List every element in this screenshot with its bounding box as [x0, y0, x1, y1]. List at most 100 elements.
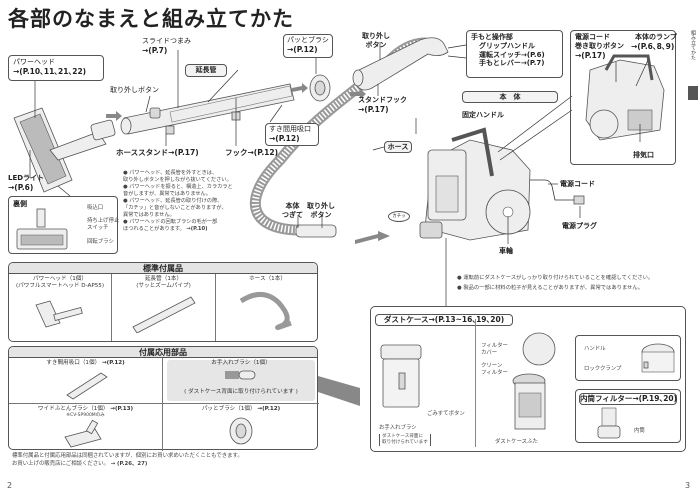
care-brush-thumbnail [225, 370, 256, 380]
handle-illustration [641, 343, 675, 373]
page-title: 各部のなまえと組み立てかた [8, 7, 294, 31]
dust-case-illustration [380, 344, 422, 408]
optional-parts-section: 付属応用部品 すき間用吸口（1個） →(P.12) お手入れブラシ（1個） ( … [8, 346, 319, 451]
optional-part-ref[interactable]: →(P.12) [257, 406, 281, 412]
trash-button-label: ごみすてボタン [427, 411, 465, 417]
optional-part-cell: ワイドふとんブラシ（1個） →(P.13) ※CV-SP900Mのみ [9, 404, 163, 451]
inner-tube-illustration [597, 407, 621, 439]
clean-filter-label: クリーン フィルター [481, 363, 508, 377]
led-light-label: LEDライト [8, 174, 45, 182]
note-item: ● パワーヘッドの回転ブラシの毛が一部 ほつれることがあります。 →(P.10) [123, 219, 218, 233]
pointer-arrow [318, 376, 360, 406]
note-item: ● パワーヘッドを振ると、構造上、カラカラと 音がしますが、異常ではありません。 [123, 184, 233, 198]
slide-knob-label: スライドつまみ [142, 37, 191, 45]
stand-hook-label: スタンドフック [358, 96, 407, 104]
side-tab-marker [688, 86, 698, 100]
optional-parts-title: 付属応用部品 [9, 347, 317, 358]
handle-inset: ハンドル ロッククランプ [575, 335, 681, 381]
hand-control-box: 手もと操作部 グリップハンドル 運転スイッチ→(P.6) 手もとレバー→(P.7… [466, 30, 563, 78]
crevice-nozzle-ref[interactable]: →(P.12) [269, 133, 300, 143]
note-item: ● 製品の一部に材料の粒子が見えることがありますが、異常ではありません。 [457, 285, 643, 292]
extension-pipe-label: 延長管 [185, 64, 227, 77]
handle-label: ハンドル [584, 346, 606, 352]
cord-rewind-button-label: 電源コード 巻き取りボタン [575, 33, 624, 50]
hose-body-joint-label: 本体 つぎて [282, 202, 303, 219]
exhaust-label: 排気口 [633, 151, 654, 159]
hose-end-illustration [295, 224, 337, 238]
hand-control-title: 手もと操作部 [471, 33, 513, 41]
led-light-ref[interactable]: →(P.6) [8, 183, 34, 192]
inner-filter-title[interactable]: 内筒フィルター→(P.19､20) [579, 393, 678, 405]
grip-release-button-label: 取り外し ボタン [362, 32, 390, 49]
back-side-inset: 裏側 吸込口 持ち上げ停止 スイッチ 回転ブラシ [8, 196, 120, 254]
grip-handle-illustration [352, 37, 449, 91]
crevice-nozzle-thumbnail [65, 372, 108, 400]
power-plug-illustration [573, 195, 585, 205]
wide-futon-brush-thumbnail [63, 420, 102, 448]
accessory-cell: パワーヘッド（1個） (パワフルスマートヘッド D-AP55) [9, 274, 112, 341]
note-ref[interactable]: →(P.10) [186, 226, 208, 233]
dust-case-title[interactable]: ダストケース→(P.13~16､19､20) [375, 314, 513, 326]
standard-accessories-title: 標準付属品 [9, 263, 317, 274]
click-sound-bubble: カチッ [388, 211, 410, 222]
left-notes: ● パワーヘッド、延長管を外すときは、 取り外しボタンを押しながら抜いてください… [123, 170, 253, 233]
footer-ref[interactable]: → (P.26、27) [110, 461, 148, 467]
power-head-label: パワーヘッド [13, 58, 55, 66]
power-head-thumbnail [35, 300, 83, 328]
pad-brush-label-box: パッとブラシ →(P.12) [283, 34, 333, 58]
back-side-label-lift-switch: 持ち上げ停止 スイッチ [87, 218, 120, 232]
optional-part-cell: お手入れブラシ（1個） ( ダストケース背面に取り付けられています ) [163, 358, 319, 404]
accessory-cell: 延長管（1本） (サッとズームパイプ) [112, 274, 216, 341]
hand-control-item[interactable]: 運転スイッチ→(P.6) [479, 50, 545, 59]
stand-hook-ref[interactable]: →(P.17) [358, 105, 389, 114]
power-plug-label: 電源プラグ [562, 222, 597, 230]
inner-tube-label: 内筒 [634, 428, 645, 434]
hose-label: ホース [384, 141, 412, 153]
crevice-nozzle-label: すき間用吸口 [269, 125, 311, 133]
wheel-label: 車輪 [499, 247, 513, 255]
accessory-cell: ホース（1本） [216, 274, 319, 341]
cord-rewind-ref[interactable]: →(P.17) [575, 51, 606, 60]
pad-brush-illustration [309, 74, 331, 102]
optional-part-ref[interactable]: →(P.12) [101, 360, 125, 366]
hose-stand-label[interactable]: ホーススタンド→(P.17) [116, 148, 199, 157]
lock-clamp-label: ロッククランプ [584, 366, 622, 372]
optional-part-ref[interactable]: →(P.13) [110, 406, 134, 412]
vacuum-rear-illustration [585, 54, 665, 141]
case-lid-label: ダストケースふた [495, 439, 538, 445]
power-head-ref[interactable]: →(P.10､11､21､22) [13, 66, 87, 76]
filter-cover-label: フィルター カバー [481, 343, 508, 357]
note-item: ● 運転前にダストケースがしっかり取り付けられていることを確認してください。 [457, 275, 654, 281]
note-item: ● パワーヘッド、延長管を外すときは、 取り外しボタンを押しながら抜いてください… [123, 170, 232, 184]
power-head-bottom-illustration [16, 208, 68, 250]
hose-thumbnail [239, 292, 292, 331]
body-lamp-label: 本体のランプ [635, 33, 677, 41]
body-lamp-ref[interactable]: →(P.6､8､9) [631, 42, 675, 51]
pad-brush-label: パッとブラシ [287, 36, 329, 44]
dust-case-section: ダストケース→(P.13~16､19､20) ごみすてボタン お手入れブラシ ダ… [370, 306, 686, 452]
care-brush-note: ダストケース背面に 取り付けられています [379, 434, 431, 447]
vacuum-body-illustration [419, 127, 531, 241]
pad-brush-thumbnail [229, 417, 253, 445]
page-number-right: 3 [685, 481, 691, 490]
hand-control-item[interactable]: 手もとレバー→(P.7) [479, 59, 545, 68]
care-brush-label: お手入れブラシ [379, 425, 417, 431]
pad-brush-ref[interactable]: →(P.12) [287, 44, 318, 54]
optional-part-cell: パッとブラシ（1個） →(P.12) [163, 404, 319, 451]
footer-note: 標準付属品と付属応用部品は同梱されていますが、個別にお買い求めいただくこともでき… [12, 453, 243, 459]
hook-label[interactable]: フック→(P.12) [225, 148, 279, 157]
slide-knob-ref[interactable]: →(P.7) [142, 46, 168, 55]
standard-accessories-section: 標準付属品 パワーヘッド（1個） (パワフルスマートヘッド D-AP55) 延長… [8, 262, 318, 342]
crevice-nozzle-label-box: すき間用吸口 →(P.12) [265, 123, 319, 146]
release-button-label: 取り外しボタン [110, 86, 159, 94]
hand-control-item: グリップハンドル [479, 41, 535, 50]
fixed-handle-label: 固定ハンドル [462, 111, 504, 119]
back-side-label-suction: 吸込口 [87, 205, 104, 211]
power-head-label-box: パワーヘッド →(P.10､11､21､22) [8, 55, 104, 81]
side-tab-label: 組み立てかた [690, 30, 696, 60]
right-notes: ● 運転前にダストケースがしっかり取り付けられていることを確認してください。 ●… [457, 275, 653, 292]
note-item: ● パワーヘッド、延長管の取り付けの際、 「カチッ」と音がしないことがありますが… [123, 198, 227, 219]
inner-filter-inset: 内筒フィルター→(P.19､20) 内筒 [575, 389, 681, 443]
hose-release-button-label: 取り外し ボタン [307, 202, 335, 219]
